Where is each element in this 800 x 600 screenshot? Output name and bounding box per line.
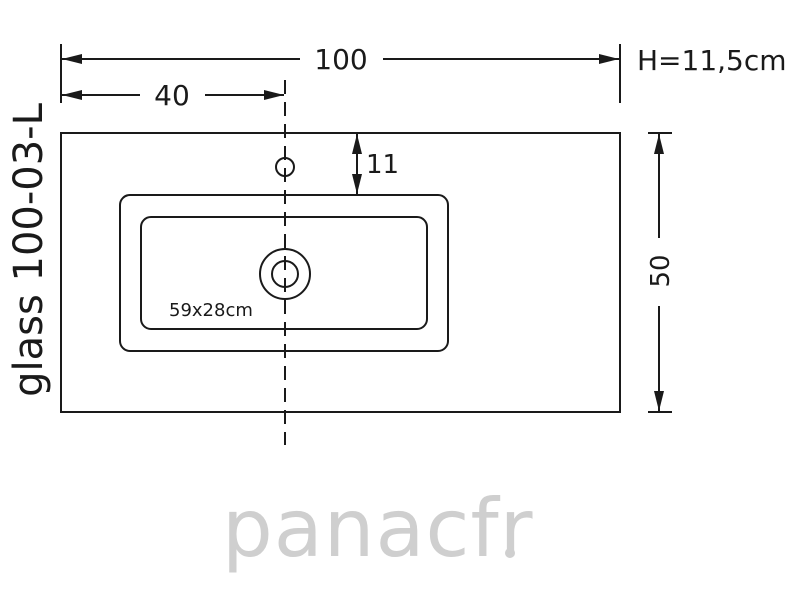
model-label: glass 100-03-L bbox=[6, 102, 52, 397]
hole-offset-label: 11 bbox=[366, 150, 399, 180]
height-label: H=11,5cm bbox=[637, 44, 787, 77]
total-width-label: 100 bbox=[314, 43, 367, 76]
brand-watermark: panacfr bbox=[222, 482, 534, 575]
depth-label: 50 bbox=[646, 254, 676, 287]
countertop-outline bbox=[60, 132, 621, 413]
drain-outer-circle bbox=[259, 248, 311, 300]
brand-dot bbox=[505, 548, 515, 558]
faucet-offset-label: 40 bbox=[154, 79, 190, 112]
basin-size-label: 59x28cm bbox=[169, 300, 253, 321]
